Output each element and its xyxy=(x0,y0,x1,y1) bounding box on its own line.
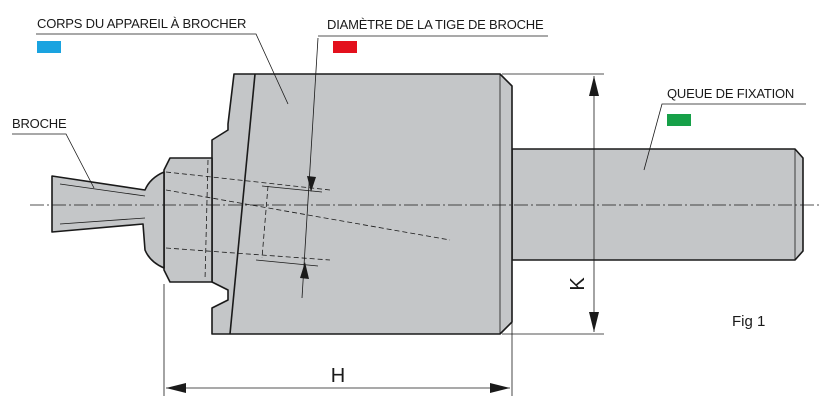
figure-label: Fig 1 xyxy=(732,313,765,330)
diameter-ext-line xyxy=(255,259,319,267)
k-dimension-label: K xyxy=(567,277,589,291)
h-arrow-right xyxy=(490,383,510,393)
hidden-rod-edge xyxy=(165,247,331,261)
body xyxy=(211,73,513,335)
k-arrow-top xyxy=(589,76,599,96)
broach-label: BROCHE xyxy=(12,116,67,131)
h-dimension-label: H xyxy=(331,365,345,387)
hidden-bore xyxy=(261,185,269,259)
broach-inner-line xyxy=(59,217,146,225)
diameter-arrow-bottom xyxy=(300,262,309,279)
shank xyxy=(511,148,804,261)
body-leader xyxy=(36,33,289,105)
rod-diameter-label: DIAMÈTRE DE LA TIGE DE BROCHE xyxy=(327,17,544,32)
h-arrow-left xyxy=(166,383,186,393)
rod-diameter-color-swatch xyxy=(333,41,357,53)
shank-color-swatch xyxy=(667,114,691,126)
shank-label: QUEUE DE FIXATION xyxy=(667,86,794,101)
broach xyxy=(51,171,165,269)
broach-inner-line xyxy=(59,183,146,197)
hidden-rod-axis xyxy=(165,189,451,241)
broach-leader xyxy=(12,133,95,189)
hidden-bore xyxy=(204,159,209,281)
body-slanted-edge xyxy=(229,73,256,335)
body-label: CORPS DU APPAREIL À BROCHER xyxy=(37,16,246,31)
hidden-rod-edge xyxy=(165,171,331,191)
diameter-dim-line xyxy=(301,37,319,299)
nose-collar xyxy=(163,157,213,283)
diameter-ext-line xyxy=(261,185,323,193)
shank-leader xyxy=(643,103,806,171)
body-color-swatch xyxy=(37,41,61,53)
k-arrow-bottom xyxy=(589,312,599,332)
diameter-arrow-top xyxy=(307,176,316,192)
